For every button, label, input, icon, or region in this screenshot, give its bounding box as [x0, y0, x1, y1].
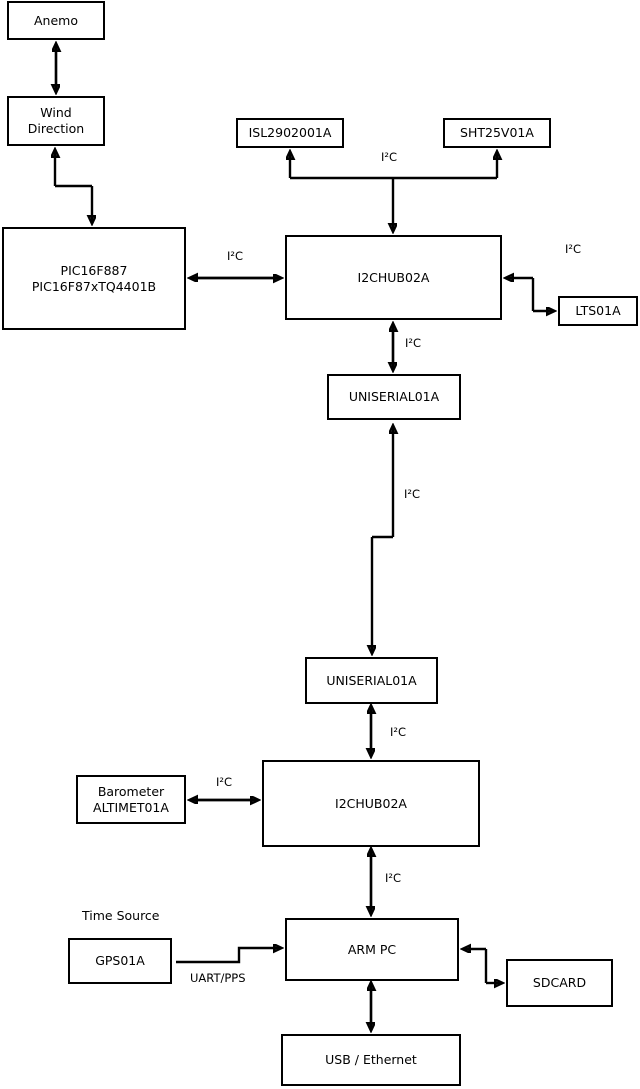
node-sht25v01a[interactable]: SHT25V01A [443, 118, 551, 148]
edge-label-i2c-hub-sensors: I²C [381, 150, 398, 164]
node-wind-direction[interactable]: Wind Direction [7, 96, 105, 146]
node-i2chub02a-bottom[interactable]: I2CHUB02A [262, 760, 480, 847]
label-time-source: Time Source [82, 908, 160, 923]
node-lts01a[interactable]: LTS01A [558, 296, 638, 326]
edge-gps-armpc [176, 948, 281, 964]
edge-label-i2c-uniserial-link: I²C [404, 487, 421, 501]
node-i2chub02a-top[interactable]: I2CHUB02A [285, 235, 502, 320]
node-uniserial01a-top[interactable]: UNISERIAL01A [327, 374, 461, 420]
edge-label-i2c-baro-hub: I²C [216, 775, 233, 789]
node-anemo[interactable]: Anemo [7, 1, 105, 40]
node-gps01a[interactable]: GPS01A [68, 938, 172, 984]
node-usb-ethernet[interactable]: USB / Ethernet [281, 1034, 461, 1086]
edge-label-i2c-hub-uniserial: I²C [405, 336, 422, 350]
edge-label-i2c-uniserial-hub: I²C [390, 725, 407, 739]
edge-label-i2c-pic-hub: I²C [227, 249, 244, 263]
node-barometer-altimet01a[interactable]: Barometer ALTIMET01A [76, 775, 186, 824]
node-isl2902001a[interactable]: ISL2902001A [236, 118, 344, 148]
edge-label-uart-pps: UART/PPS [190, 971, 246, 985]
node-sdcard[interactable]: SDCARD [506, 959, 613, 1007]
node-uniserial01a-bottom[interactable]: UNISERIAL01A [305, 657, 438, 704]
edge-label-i2c-hub-armpc: I²C [385, 871, 402, 885]
node-arm-pc[interactable]: ARM PC [285, 918, 459, 981]
node-pic-microcontroller[interactable]: PIC16F887 PIC16F87xTQ4401B [2, 227, 186, 330]
edge-label-i2c-hub-lts: I²C [565, 242, 582, 256]
